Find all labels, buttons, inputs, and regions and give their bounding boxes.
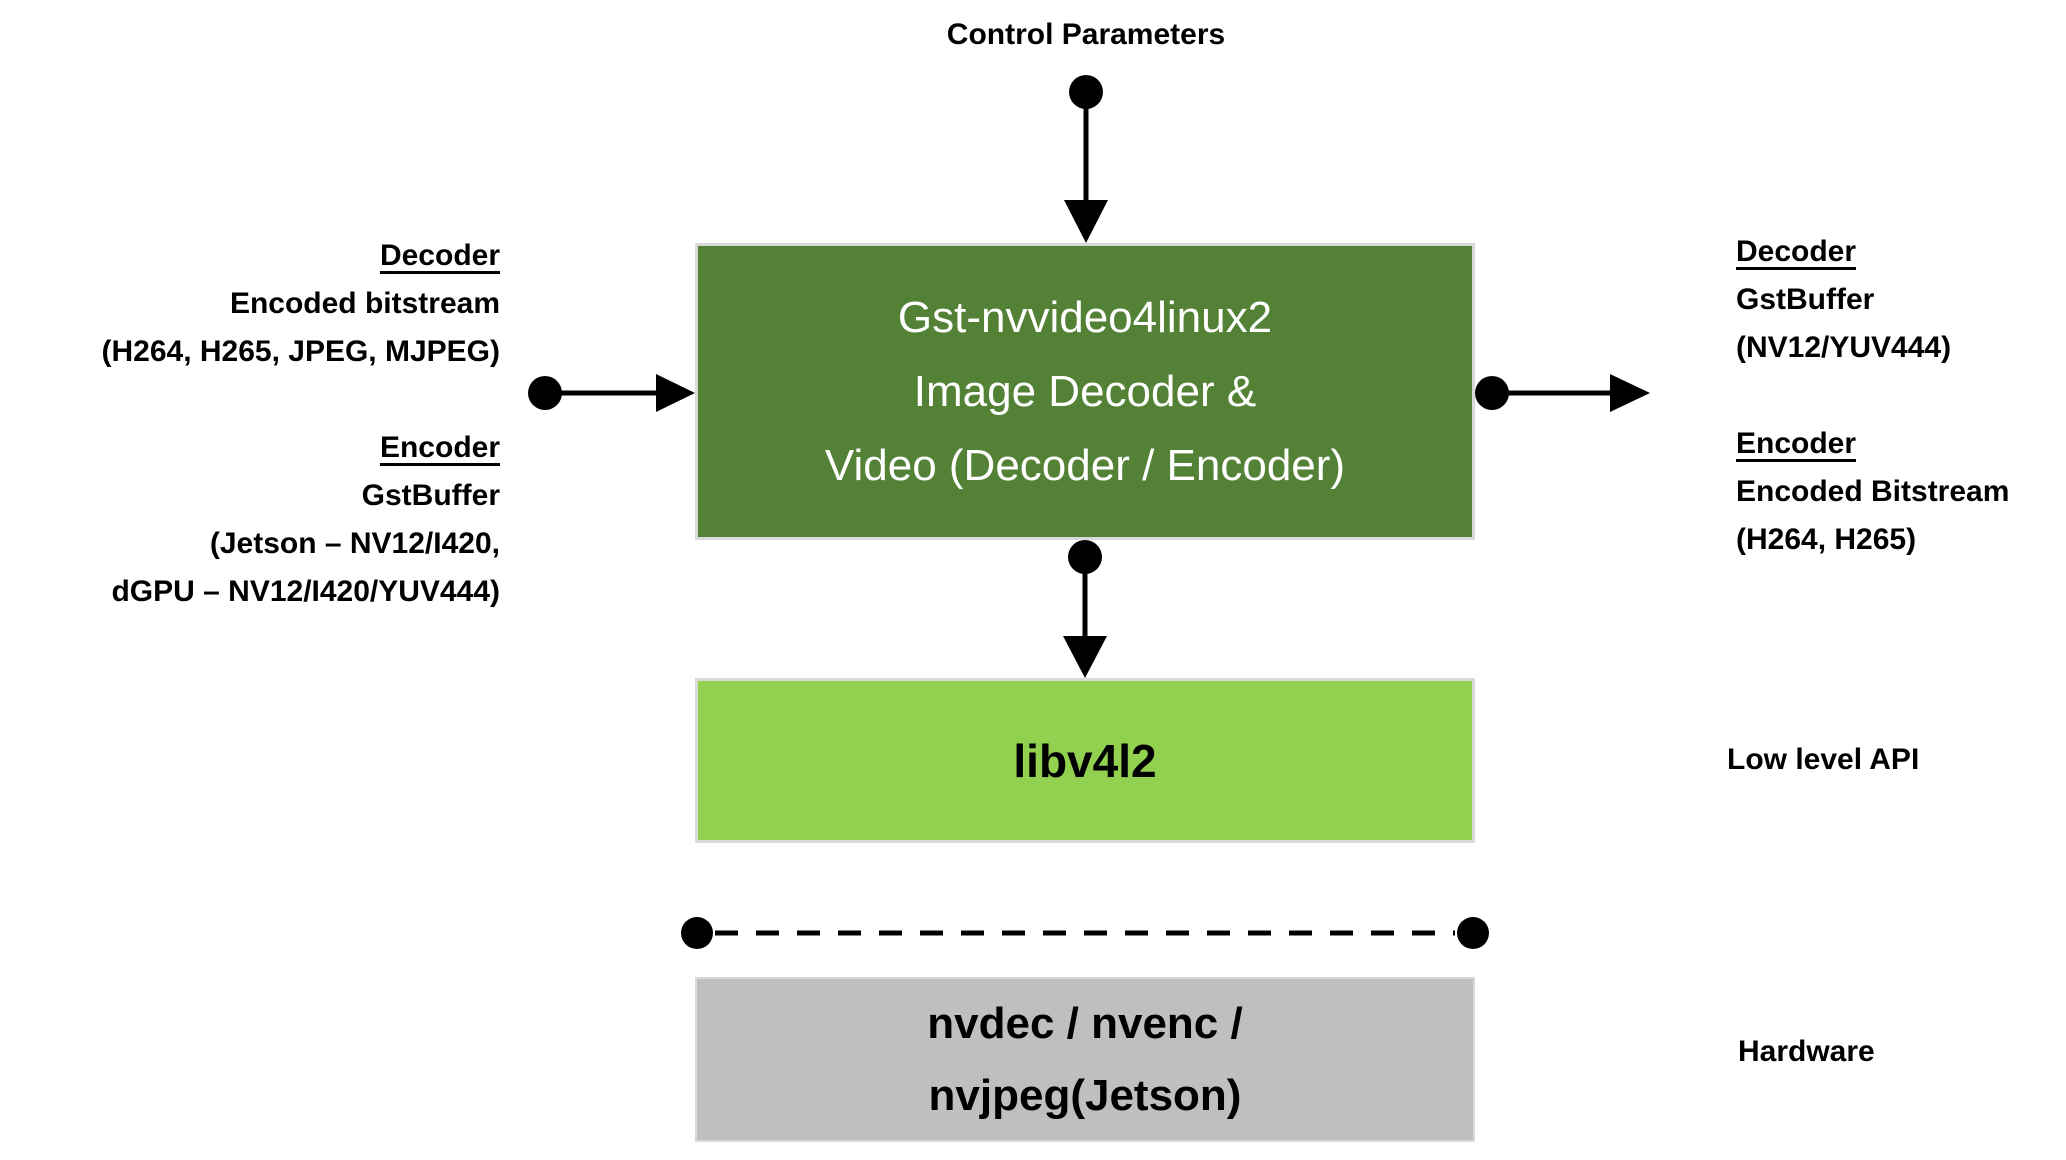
low-level-api-label: Low level API (1727, 743, 1920, 776)
hardware-label: Hardware (1738, 1035, 1875, 1068)
hardware-boundary-dashed-line (681, 917, 1489, 949)
left-encoder-line-3: dGPU – NV12/I420/YUV444) (111, 575, 500, 608)
right-decoder-line-2: (NV12/YUV444) (1736, 331, 1952, 364)
left-decoder-line-1: Encoded bitstream (229, 287, 500, 320)
right-encoder-heading: Encoder (1736, 427, 1857, 460)
gst-nvvideo4linux2-box: Gst-nvvideo4linux2 Image Decoder & Video… (695, 243, 1475, 540)
left-encoder-line-1: GstBuffer (361, 479, 500, 512)
hardware-box-line-2: nvjpeg(Jetson) (928, 1070, 1242, 1120)
left-decoder-line-2: (H264, H265, JPEG, MJPEG) (101, 335, 501, 368)
hardware-box-line-1: nvdec / nvenc / (927, 998, 1243, 1048)
libv4l2-box: libv4l2 (695, 678, 1475, 843)
output-arrow-icon (1475, 374, 1650, 412)
left-encoder-heading: Encoder (379, 431, 500, 464)
main-box-line-3: Video (Decoder / Encoder) (824, 440, 1346, 490)
control-parameters-arrow-icon (1064, 75, 1108, 243)
left-labels-spacer (0, 376, 500, 424)
libv4l2-label: libv4l2 (1013, 734, 1157, 787)
right-labels-spacer (1736, 372, 2066, 420)
input-arrow-icon (528, 374, 695, 412)
control-parameters-label: Control Parameters (946, 18, 1226, 51)
main-box-line-2: Image Decoder & (913, 366, 1257, 416)
right-encoder-line-1: Encoded Bitstream (1736, 475, 2010, 508)
main-box-line-1: Gst-nvvideo4linux2 (897, 292, 1273, 342)
plugin-to-libv4l2-arrow-icon (1063, 540, 1107, 678)
right-encoder-line-2: (H264, H265) (1736, 523, 1917, 556)
right-decoder-line-1: GstBuffer (1736, 283, 1875, 316)
left-decoder-heading: Decoder (379, 239, 500, 272)
right-decoder-heading: Decoder (1736, 235, 1857, 268)
hardware-box: nvdec / nvenc / nvjpeg(Jetson) (695, 977, 1475, 1142)
left-encoder-line-2: (Jetson – NV12/I420, (209, 527, 500, 560)
right-io-labels: Decoder GstBuffer (NV12/YUV444) Encoder … (1736, 228, 2066, 564)
left-io-labels: Decoder Encoded bitstream (H264, H265, J… (0, 232, 501, 616)
